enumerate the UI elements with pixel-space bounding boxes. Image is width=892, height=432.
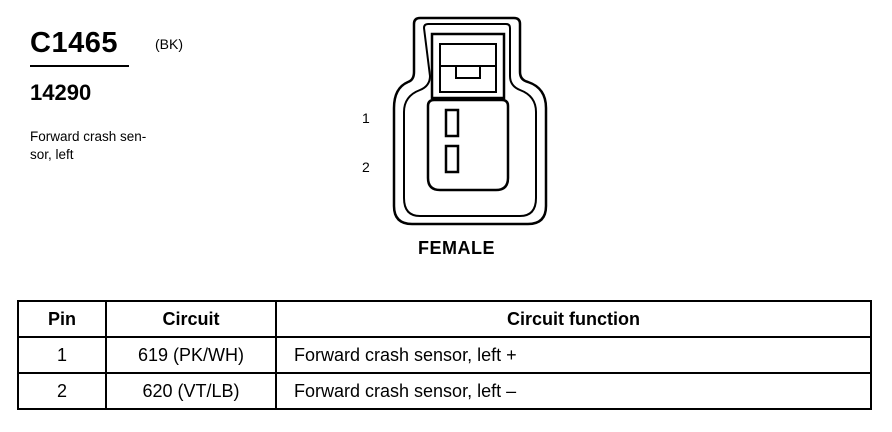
table-row: 2 620 (VT/LB) Forward crash sensor, left…: [17, 372, 872, 410]
header-circuit-function: Circuit function: [275, 300, 872, 338]
connector-face-drawing: [392, 16, 548, 226]
header-pin: Pin: [17, 300, 107, 338]
connector-id: C1465: [30, 27, 118, 59]
latch-notch: [455, 65, 481, 79]
cell-pin: 2: [17, 372, 107, 410]
cell-pin: 1: [17, 336, 107, 374]
id-underline: [30, 65, 129, 67]
terminal-body: [426, 98, 510, 192]
latch-tab: [439, 43, 497, 93]
color-code: (BK): [155, 36, 183, 52]
pin-cavity-1: [444, 108, 460, 138]
connector-gender: FEMALE: [418, 238, 495, 258]
cell-circuit-function: Forward crash sensor, left +: [275, 336, 872, 374]
housing-outer-outline: [392, 16, 548, 226]
latch-frame: [430, 32, 506, 100]
housing-inner-outline: [403, 23, 537, 217]
connector-description: Forward crash sen- sor, left: [30, 129, 147, 162]
header-circuit: Circuit: [105, 300, 277, 338]
cell-circuit: 619 (PK/WH): [105, 336, 277, 374]
pin-circuit-table: Pin Circuit Circuit function 1 619 (PK/W…: [17, 300, 872, 410]
pin-label-2: 2: [362, 159, 370, 175]
table-header-row: Pin Circuit Circuit function: [17, 300, 872, 338]
cell-circuit: 620 (VT/LB): [105, 372, 277, 410]
pin-cavity-2: [444, 144, 460, 174]
pin-label-1: 1: [362, 110, 370, 126]
table-row: 1 619 (PK/WH) Forward crash sensor, left…: [17, 336, 872, 374]
cell-circuit-function: Forward crash sensor, left –: [275, 372, 872, 410]
part-number: 14290: [30, 80, 92, 105]
